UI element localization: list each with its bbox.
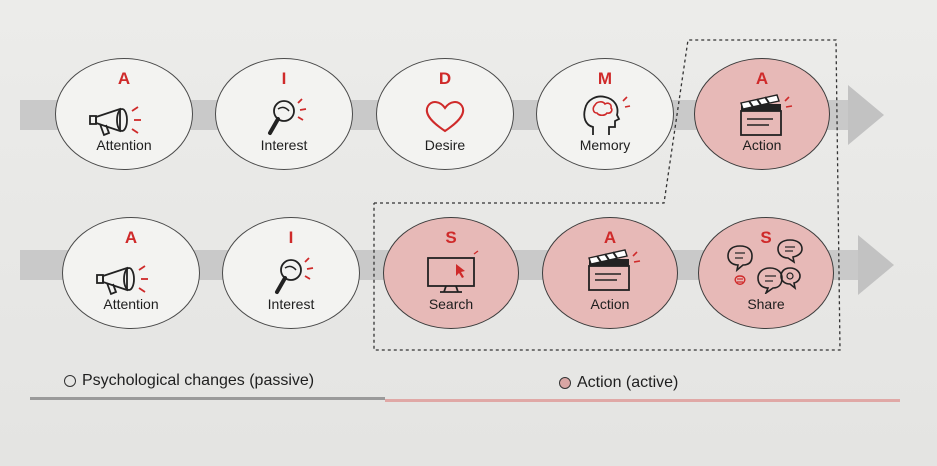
clapperboard-icon bbox=[588, 249, 641, 291]
magnifier-icon bbox=[268, 98, 307, 135]
row1-node-memory: M Memory bbox=[536, 58, 674, 170]
node-letter: A bbox=[124, 228, 138, 247]
node-label: Attention bbox=[103, 296, 159, 312]
node-label: Share bbox=[747, 296, 785, 312]
node-letter: I bbox=[288, 228, 294, 247]
legend-active: Action (active) bbox=[559, 374, 678, 392]
chat-bubbles-icon bbox=[727, 239, 803, 294]
row1-node-action: A Action bbox=[694, 58, 830, 170]
heart-icon bbox=[425, 101, 465, 133]
node-letter: A bbox=[117, 69, 131, 88]
node-letter: S bbox=[445, 228, 457, 247]
node-letter: A bbox=[603, 228, 617, 247]
node-letter: I bbox=[281, 69, 287, 88]
head-brain-icon bbox=[583, 95, 631, 135]
row2-node-attention: A Attention bbox=[62, 217, 200, 329]
row1-node-interest: I Interest bbox=[215, 58, 353, 170]
active-circle-icon bbox=[559, 377, 571, 389]
node-letter: S bbox=[760, 228, 772, 247]
node-label: Desire bbox=[424, 137, 466, 153]
node-label: Action bbox=[590, 296, 630, 312]
passive-baseline bbox=[30, 397, 385, 400]
node-label: Action bbox=[742, 137, 782, 153]
row1-arrowhead bbox=[848, 85, 884, 145]
node-label: Memory bbox=[579, 137, 631, 153]
node-label: Interest bbox=[260, 137, 308, 153]
megaphone-icon bbox=[96, 265, 148, 296]
legend-passive: Psychological changes (passive) bbox=[64, 372, 314, 390]
node-label: Attention bbox=[96, 137, 152, 153]
row1-node-desire: D Desire bbox=[376, 58, 514, 170]
clapperboard-icon bbox=[740, 94, 793, 136]
node-label: Interest bbox=[267, 296, 315, 312]
megaphone-icon bbox=[89, 106, 141, 137]
active-baseline bbox=[385, 399, 900, 402]
monitor-cursor-icon bbox=[427, 250, 479, 293]
row2-node-action: A Action bbox=[542, 217, 678, 329]
magnifier-icon bbox=[275, 257, 314, 294]
row2-node-interest: I Interest bbox=[222, 217, 360, 329]
passive-circle-icon bbox=[64, 375, 76, 387]
node-letter: D bbox=[438, 69, 452, 88]
legend-active-label: Action (active) bbox=[577, 374, 679, 391]
node-label: Search bbox=[428, 296, 474, 312]
row2-arrowhead bbox=[858, 235, 894, 295]
node-letter: A bbox=[755, 69, 769, 88]
row2-node-share: S Share bbox=[698, 217, 834, 329]
row2-node-search: S Search bbox=[383, 217, 519, 329]
node-letter: M bbox=[597, 69, 613, 88]
legend-passive-label: Psychological changes (passive) bbox=[82, 372, 315, 389]
row1-node-attention: A Attention bbox=[55, 58, 193, 170]
